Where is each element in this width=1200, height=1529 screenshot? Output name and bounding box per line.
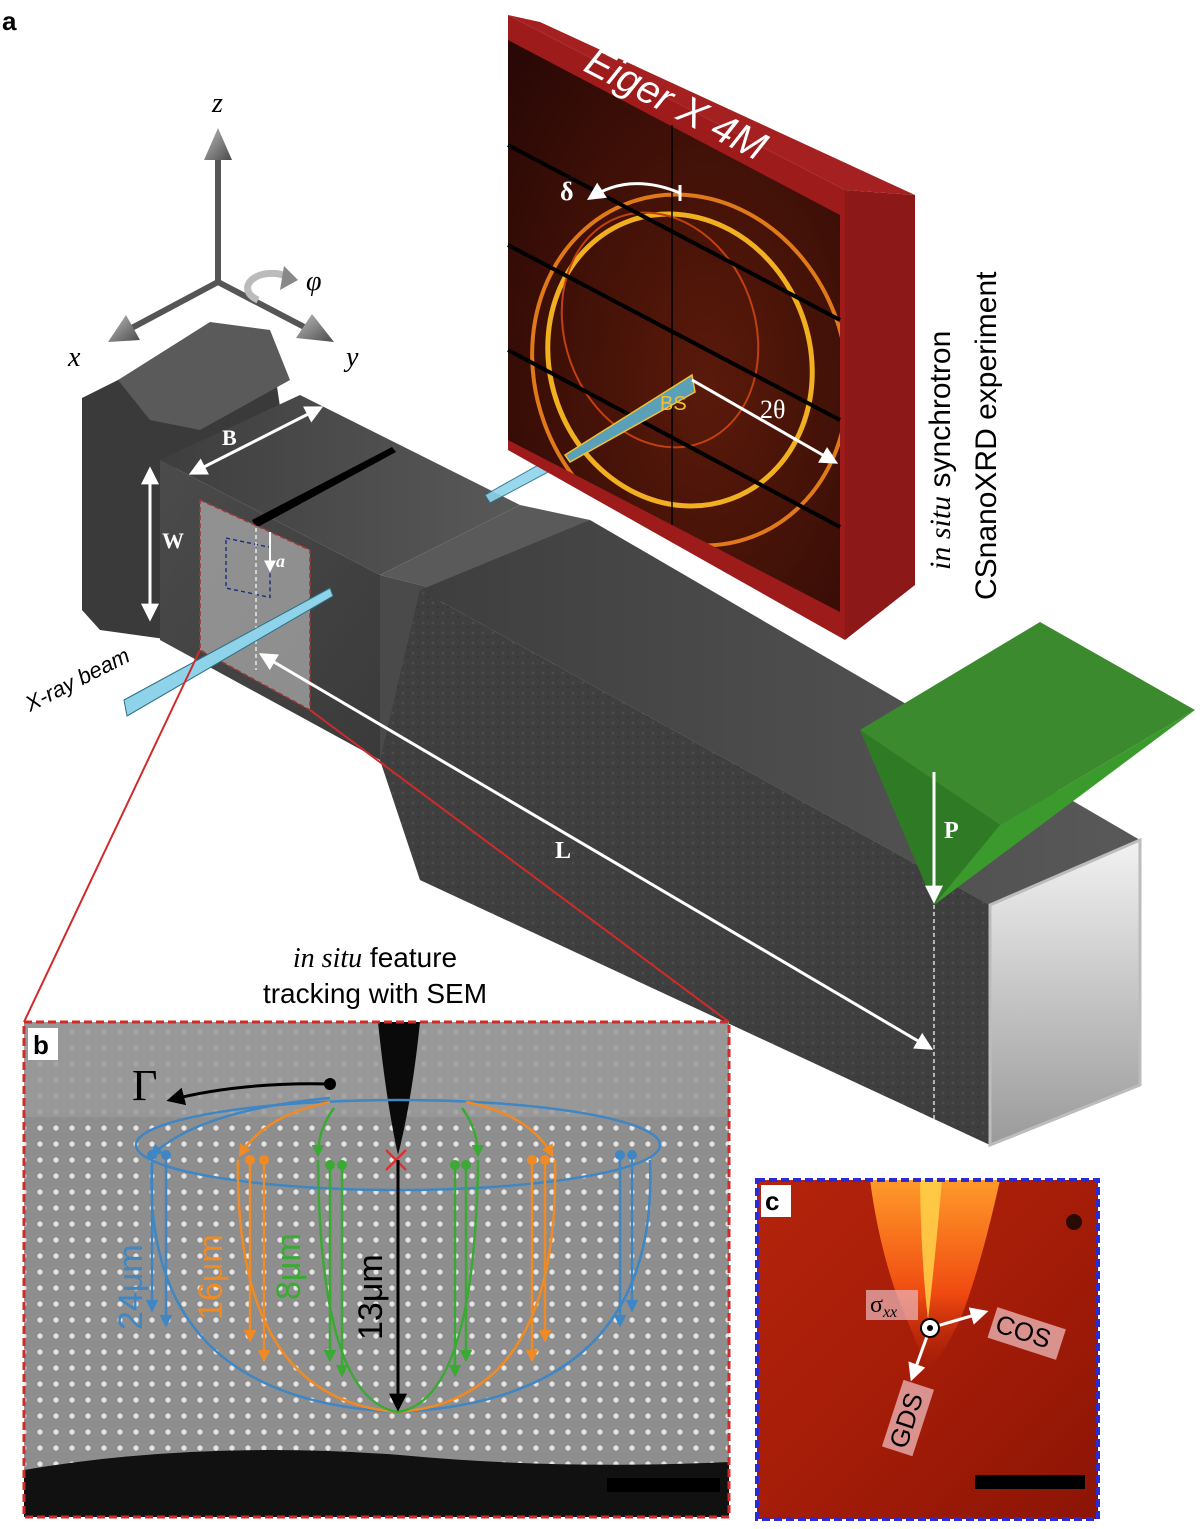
dimension-W: W	[141, 466, 184, 622]
experiment-caption-line2: CSnanoXRD experiment	[970, 271, 1003, 600]
beamstop	[563, 373, 696, 463]
scale-bar-b	[607, 1478, 720, 1492]
crack-tip-marker	[385, 1149, 407, 1171]
gamma-origin	[324, 1078, 336, 1090]
label-16um: 16μm	[192, 1234, 230, 1320]
sem-caption: in situ feature tracking with SEM	[263, 942, 487, 1009]
two-theta-label: 2θ	[760, 395, 785, 424]
axis-x-label: x	[67, 342, 81, 373]
axis-z-label: z	[211, 88, 223, 119]
panel-c-border	[755, 1178, 1100, 1521]
panel-a-label: a	[2, 6, 17, 36]
punch-right	[934, 710, 1195, 905]
panel-c-label: c	[765, 1186, 779, 1216]
phi-rotation-arrow	[244, 269, 288, 304]
beamstop-label: BS	[660, 393, 687, 415]
module-gaps	[507, 125, 841, 529]
sigma-label: σxx	[870, 1292, 897, 1321]
gamma-label: Γ	[132, 1061, 157, 1110]
punch-top	[860, 622, 1195, 825]
beam-end-face	[988, 837, 1142, 1148]
axis-y-label: y	[343, 342, 359, 373]
dimension-P-label: P	[944, 818, 959, 844]
axis-x-arrowhead	[108, 315, 140, 342]
load-punch: P	[860, 622, 1195, 905]
experiment-caption-line1: in situ synchrotron	[924, 331, 957, 570]
phi-arrowhead	[280, 266, 298, 290]
delta-label: δ	[560, 177, 574, 206]
sem-caption-line1: in situ feature	[293, 942, 457, 974]
dimension-B: B	[188, 406, 324, 475]
punch-left	[860, 730, 1000, 905]
panel-c: σxx COS GDS c	[755, 1178, 1100, 1521]
dimension-a-label: a	[276, 551, 285, 571]
heatmap-hot-core	[920, 1180, 942, 1320]
dimension-W-label: W	[162, 528, 184, 553]
dimension-B-label: B	[222, 425, 237, 450]
delta-arc	[586, 182, 681, 200]
axis-z-arrowhead	[204, 128, 232, 160]
dimension-L-label: L	[555, 838, 571, 864]
label-24um: 24μm	[112, 1244, 150, 1330]
heatmap-hotspot	[870, 1180, 1000, 1370]
zoom-lines	[23, 649, 730, 1023]
scale-bar-c	[975, 1475, 1085, 1489]
detector-top	[508, 15, 915, 195]
sem-caption-line2: tracking with SEM	[263, 978, 487, 1009]
label-13um: 13μm	[352, 1254, 390, 1340]
xray-beam-incident	[123, 587, 334, 717]
coordinate-axes: z x y φ	[67, 88, 359, 373]
contour-nodes	[147, 1150, 637, 1170]
panel-b: Γ 24μm 16μm 8μm 13μm b	[22, 1020, 731, 1519]
axis-phi-label: φ	[306, 266, 322, 297]
label-8um: 8μm	[270, 1233, 308, 1300]
dimension-a: a	[264, 532, 285, 573]
ring-faint	[560, 211, 760, 449]
notch-slit	[252, 447, 396, 528]
crack-tip	[378, 1022, 420, 1155]
axis-y-arrowhead	[296, 314, 334, 342]
panel-b-label: b	[33, 1030, 49, 1060]
contour-8um	[311, 1107, 485, 1414]
sem-bottom-edge	[24, 1450, 729, 1517]
ring-inner	[545, 211, 815, 509]
detector-side	[845, 190, 915, 640]
gamma-arrow	[166, 1082, 331, 1106]
beam-transition-top	[380, 505, 590, 590]
experiment-caption: in situ synchrotron CSnanoXRD experiment	[924, 271, 1003, 600]
dimension-L: L	[258, 653, 934, 1050]
base-block-top	[118, 322, 290, 430]
detector: BS 2θ δ Eiger X 4M	[507, 15, 915, 640]
xray-beam-label: X-ray beam	[20, 643, 134, 717]
panel-b-border	[22, 1020, 731, 1519]
highlight-inner-box	[225, 537, 271, 599]
